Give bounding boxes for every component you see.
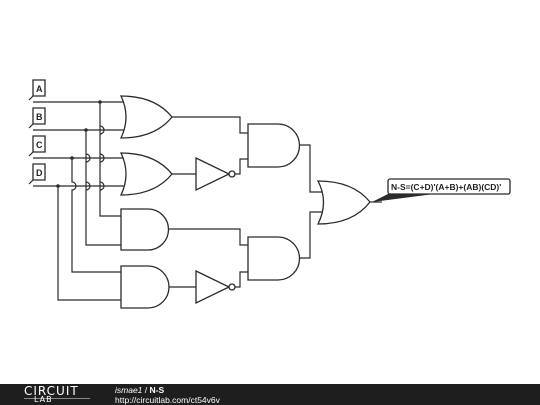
author-link[interactable]: ismae1 <box>115 385 143 395</box>
logo-wave-line <box>24 398 90 399</box>
input-pin-d[interactable]: D <box>28 163 46 185</box>
junction-dots <box>56 100 102 188</box>
credit-separator: / <box>142 385 150 395</box>
not-gate-1[interactable] <box>195 156 231 192</box>
or-gate-a-b[interactable] <box>119 95 173 139</box>
and-gate-3[interactable] <box>247 123 301 168</box>
circuitlab-logo[interactable]: CIRCUIT <box>24 384 79 398</box>
input-pin-b[interactable]: B <box>28 107 46 129</box>
and-gate-c-d[interactable] <box>120 265 170 309</box>
input-pin-c-label: C <box>36 140 43 150</box>
input-pin-a[interactable]: A <box>28 79 46 101</box>
output-tag-pointer <box>372 194 434 202</box>
not-gate-1-bubble <box>228 170 236 178</box>
input-pin-d-label: D <box>36 168 43 178</box>
and-gate-a-b[interactable] <box>120 208 170 251</box>
input-pin-b-label: B <box>36 112 43 122</box>
output-label-box[interactable] <box>387 178 511 195</box>
final-wires <box>299 144 322 259</box>
not-gate-2[interactable] <box>195 269 231 305</box>
and-gate-4[interactable] <box>247 236 301 281</box>
not-gate-2-bubble <box>228 283 236 291</box>
or-gate-c-d[interactable] <box>119 152 173 196</box>
circuitlab-logo-sub: LAB <box>34 395 53 404</box>
input-pin-c[interactable]: C <box>28 135 46 157</box>
credits: ismae1 / N-S http://circuitlab.com/ct54v… <box>115 385 220 405</box>
output-label: N-S=(C+D)'(A+B)+(AB)(CD)' <box>391 182 501 192</box>
input-pin-a-label: A <box>36 84 43 94</box>
circuit-schematic: A B C D <box>28 79 511 309</box>
circuit-title: N-S <box>149 385 165 395</box>
input-wires <box>33 101 126 187</box>
or-gate-final[interactable] <box>316 180 371 225</box>
circuit-url[interactable]: http://circuitlab.com/ct54v6v <box>115 395 220 405</box>
branch-wires <box>57 102 121 301</box>
mid-wires <box>169 116 248 288</box>
footer-bar: CIRCUIT LAB ismae1 / N-S http://circuitl… <box>0 384 540 405</box>
